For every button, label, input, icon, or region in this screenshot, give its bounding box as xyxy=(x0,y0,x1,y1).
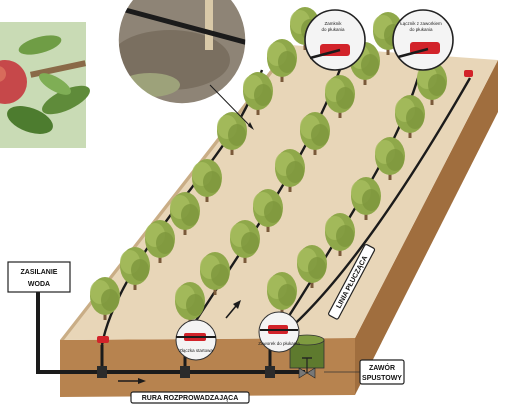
tree-20 xyxy=(297,245,327,288)
callout-top-left-text-2: do płukania xyxy=(321,27,345,32)
apple-photo-inset xyxy=(0,22,90,148)
pipe-joint-2 xyxy=(180,366,190,378)
pipe-joint-1 xyxy=(97,366,107,378)
tree-1 xyxy=(90,277,120,320)
label-supply-line1: ZASILANIE xyxy=(21,269,58,276)
tree-19 xyxy=(267,272,297,315)
callout-bottom-left-text: Złączka startowa xyxy=(179,348,213,353)
tree-11 xyxy=(200,252,230,295)
pipe-joint-3 xyxy=(265,366,275,378)
callout-top-right-text-1: Łącznik z zaworkiem xyxy=(400,21,442,26)
drip-photo-inset xyxy=(117,0,247,105)
drain-valve-icon xyxy=(298,357,316,379)
tree-24 xyxy=(395,95,425,138)
label-main-pipe-text: RURA ROZPROWADZAJĄCA xyxy=(142,395,239,402)
photo-pointer xyxy=(209,84,253,129)
photo-pointer-head xyxy=(248,122,254,130)
tree-10 xyxy=(175,282,205,325)
main-pipe xyxy=(36,290,305,374)
callout-top-right-text-2: do płukania xyxy=(409,27,433,32)
label-supply-line2: WODA xyxy=(28,281,50,288)
tree-4 xyxy=(170,192,200,235)
callout-top-left-text-1: Zamknik xyxy=(324,21,342,26)
callout-bottom-left: Złączka startowa xyxy=(175,319,217,361)
tree-23 xyxy=(375,137,405,180)
tree-rows xyxy=(90,7,447,325)
tree-22 xyxy=(351,177,381,220)
tree-8 xyxy=(267,39,297,82)
flow-arrow-main xyxy=(118,378,146,384)
callout-bottom-right-text: Zaworek do płukania xyxy=(258,341,300,346)
label-main-pipe: RURA ROZPROWADZAJĄCA xyxy=(130,391,250,404)
tree-5 xyxy=(192,159,222,202)
tree-21 xyxy=(325,213,355,256)
tree-6 xyxy=(217,112,247,155)
flow-arrow-line xyxy=(225,300,241,319)
tree-13 xyxy=(253,189,283,232)
tree-15 xyxy=(300,112,330,155)
tree-2 xyxy=(120,247,150,290)
callout-top-left: Zamknik do płukania xyxy=(304,9,366,71)
red-fitting-1 xyxy=(97,336,109,343)
label-supply: ZASILANIE WODA xyxy=(7,261,71,293)
red-fitting-end xyxy=(464,70,473,77)
soil-side-face xyxy=(355,60,498,395)
callout-bottom-right: Zaworek do płukania xyxy=(258,311,300,353)
tree-14 xyxy=(275,149,305,192)
soil-front-face xyxy=(60,338,355,397)
callout-top-right: Łącznik z zaworkiem do płukania xyxy=(392,9,454,71)
label-drain-valve-line2: SPUSTOWY xyxy=(362,375,402,382)
label-drain-valve: ZAWÓR SPUSTOWY xyxy=(359,359,405,385)
tree-3 xyxy=(145,220,175,263)
tree-7 xyxy=(243,72,273,115)
label-drain-valve-line1: ZAWÓR xyxy=(369,363,395,372)
tree-12 xyxy=(230,220,260,263)
tree-25 xyxy=(417,62,447,105)
tree-16 xyxy=(325,75,355,118)
